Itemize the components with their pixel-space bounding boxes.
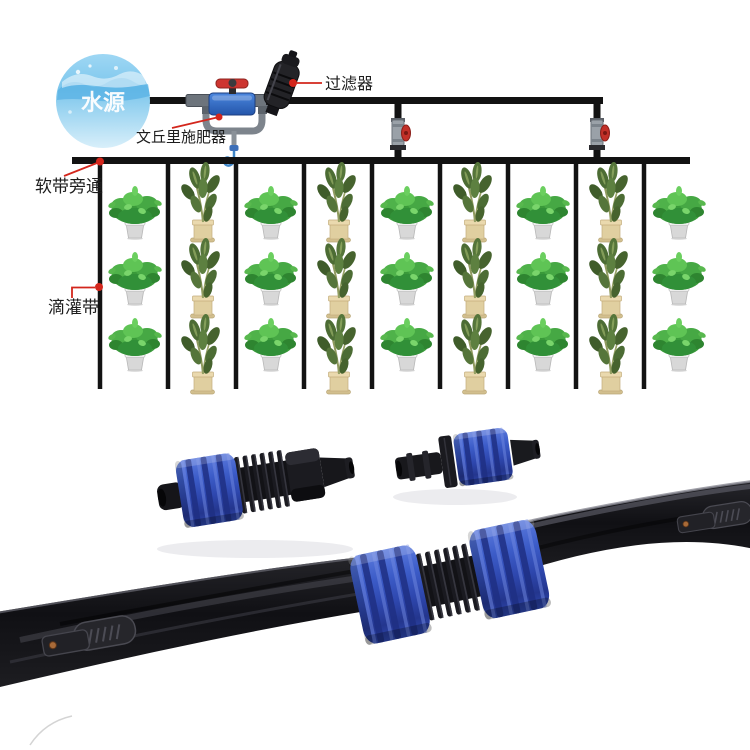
tall-plant-icon [313, 160, 360, 243]
tall-plant-icon [449, 236, 496, 319]
plant-grid [106, 160, 708, 395]
bushy-plant-icon [514, 317, 572, 373]
callout-bypass: 软带旁通 [35, 157, 104, 196]
irrigation-schematic: 水源 [35, 50, 708, 395]
tall-plant-icon [449, 312, 496, 395]
bushy-plant-icon [378, 251, 436, 307]
bushy-plant-icon [650, 317, 708, 373]
tall-plant-icon [313, 236, 360, 319]
lock-coupling-fitting-icon [156, 448, 355, 529]
shadow [393, 489, 517, 505]
filter-label: 过滤器 [325, 75, 373, 93]
tall-plant-icon [585, 312, 632, 395]
bypass-label: 软带旁通 [35, 177, 103, 196]
bushy-plant-icon [106, 185, 164, 241]
bushy-plant-icon [242, 251, 300, 307]
bushy-plant-icon [242, 185, 300, 241]
drip-line-icon [641, 161, 647, 389]
drip-line-icon [573, 161, 579, 389]
drip-line-icon [505, 161, 511, 389]
drip-tape-label: 滴灌带 [48, 298, 99, 317]
bushy-plant-icon [650, 185, 708, 241]
drip-line-icon [437, 161, 443, 389]
bushy-plant-icon [378, 317, 436, 373]
drip-line-icon [301, 161, 307, 389]
water-source-label: 水源 [81, 90, 125, 115]
barb-offtake-connector-icon [394, 426, 541, 488]
bushy-plant-icon [514, 185, 572, 241]
callout-drip-tape: 滴灌带 [48, 283, 103, 317]
drip-line-icon [233, 161, 239, 389]
drip-tape-icon [514, 480, 750, 574]
drip-tape-icon [0, 553, 403, 688]
bushy-plant-icon [514, 251, 572, 307]
tape-lock-coupling-icon [347, 517, 552, 646]
tall-plant-icon [177, 312, 224, 395]
drip-line-icon [165, 161, 171, 389]
tall-plant-icon [313, 312, 360, 395]
drip-line-icon [369, 161, 375, 389]
bushy-plant-icon [378, 185, 436, 241]
tall-plant-icon [585, 160, 632, 243]
submain-pipe [72, 157, 690, 164]
bushy-plant-icon [106, 251, 164, 307]
tall-plant-icon [177, 160, 224, 243]
callout-filter: 过滤器 [289, 75, 373, 93]
bushy-plant-icon [242, 317, 300, 373]
tall-plant-icon [449, 160, 496, 243]
shadow [157, 540, 353, 558]
drip-line-icon [97, 161, 103, 389]
product-photo-section [0, 426, 750, 746]
tall-plant-icon [177, 236, 224, 319]
riser-valve-icon [588, 117, 610, 151]
bushy-plant-icon [650, 251, 708, 307]
tall-plant-icon [585, 236, 632, 319]
riser-valve-icon [389, 117, 411, 151]
callout-venturi: 文丘里施肥器 [136, 113, 226, 146]
venturi-injector-icon [185, 78, 279, 167]
bushy-plant-icon [106, 317, 164, 373]
submain-and-drip-lines [72, 157, 690, 389]
water-source-icon: 水源 [56, 54, 150, 148]
venturi-label: 文丘里施肥器 [136, 129, 226, 146]
filter-icon [263, 50, 300, 117]
shadow [29, 715, 73, 746]
